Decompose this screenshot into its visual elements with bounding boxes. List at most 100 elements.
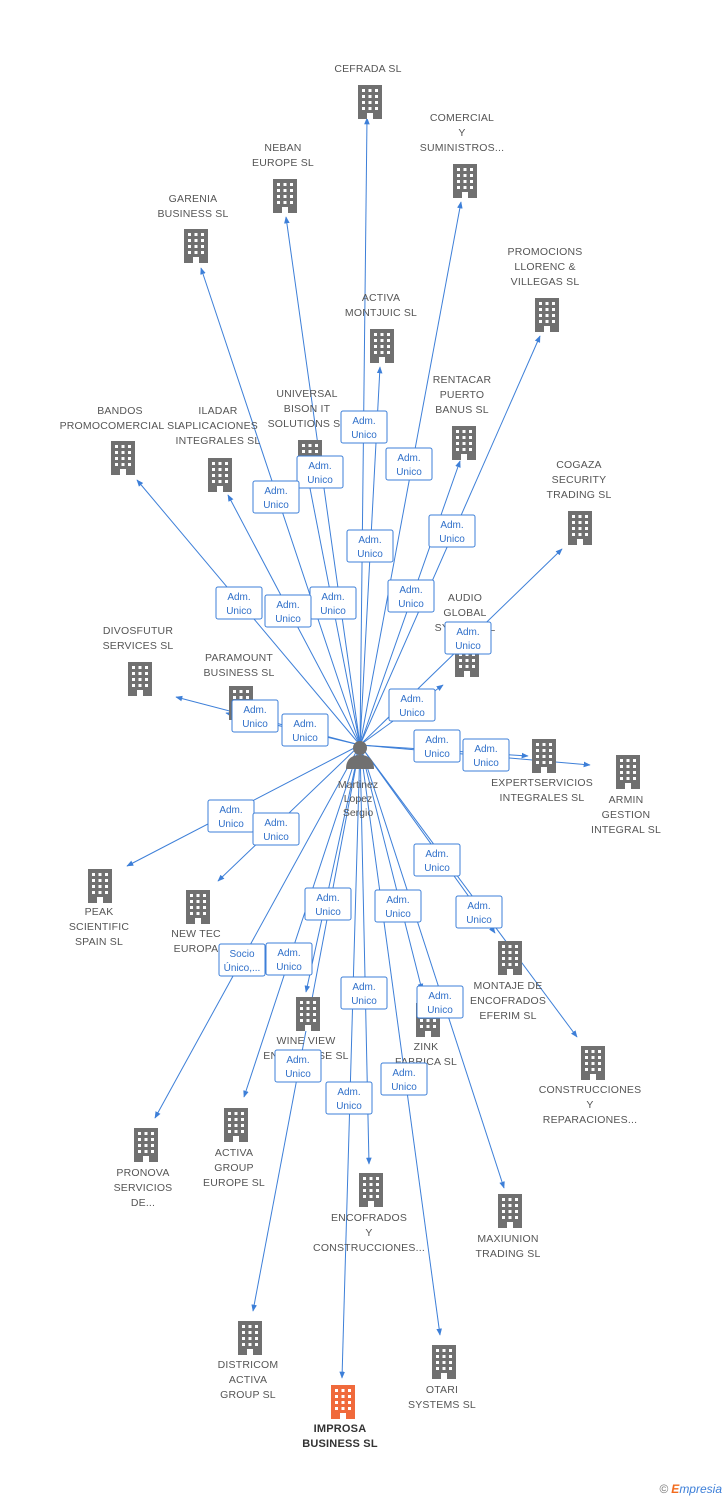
relation-label: Adm.Unico — [413, 843, 461, 877]
relation-label: Adm.Unico — [416, 985, 464, 1019]
relation-label-text: Unico — [398, 599, 424, 610]
relation-label: Adm.Unico — [455, 895, 503, 929]
relation-label-text: Adm. — [352, 982, 375, 993]
relation-label-text: Adm. — [474, 744, 497, 755]
building-icon — [498, 1194, 522, 1228]
company-node-pronova-servicios[interactable]: PRONOVASERVICIOSDE... — [114, 1128, 173, 1209]
building-icon — [532, 739, 556, 773]
company-node-maxiunion-trading[interactable]: MAXIUNION TRADING SL — [475, 1194, 540, 1260]
relation-label-text: Unico — [351, 430, 377, 441]
relation-label-text: Adm. — [337, 1087, 360, 1098]
company-name-line: REPARACIONES... — [543, 1114, 637, 1126]
relation-label-text: Unico — [385, 909, 411, 920]
company-name-line: CONSTRUCCIONES — [539, 1084, 642, 1096]
company-name-line: TRADING SL — [546, 489, 611, 501]
relation-label-text: Unico — [226, 606, 252, 617]
empresia-watermark: ©Empresia — [659, 1482, 722, 1496]
company-node-cefrada[interactable]: CEFRADA SL — [334, 63, 401, 119]
relation-label-text: Único,... — [224, 961, 261, 974]
relation-label: Adm.Unico — [374, 889, 422, 923]
company-name-line: PROMOCOMERCIAL SL — [60, 420, 181, 432]
relation-label-text: Unico — [357, 549, 383, 560]
company-node-construcciones-reparaciones[interactable]: CONSTRUCCIONESYREPARACIONES... — [539, 1046, 642, 1126]
building-icon — [452, 426, 476, 460]
building-icon — [128, 662, 152, 696]
building-icon — [208, 458, 232, 492]
company-name-line: BUSINESS SL — [203, 667, 274, 679]
relation-edge — [359, 744, 442, 1336]
company-node-comercial-y-suministros[interactable]: COMERCIALYSUMINISTROS... — [420, 112, 504, 198]
company-name-line: ZINK — [414, 1041, 439, 1053]
company-name-line: BANDOS — [97, 405, 143, 417]
building-icon — [331, 1385, 355, 1419]
relation-label-text: Adm. — [392, 1068, 415, 1079]
company-name-line: MAXIUNION — [477, 1233, 538, 1245]
building-icon — [184, 229, 208, 263]
company-name-line: UNIVERSAL — [276, 388, 337, 400]
company-name-line: DISTRICOM — [218, 1359, 279, 1371]
relation-label: Adm.Unico — [231, 699, 279, 733]
relation-edge — [339, 744, 361, 1379]
company-name-line: OTARI — [426, 1384, 458, 1396]
company-name-line: ENCOFRADOS — [331, 1212, 407, 1224]
relation-label-text: Unico — [292, 733, 318, 744]
company-name-line: GESTION — [602, 809, 651, 821]
company-node-bandos-promocomercial[interactable]: BANDOS PROMOCOMERCIAL SL — [60, 405, 181, 475]
relation-label-text: Adm. — [456, 627, 479, 638]
relation-label-text: Unico — [218, 819, 244, 830]
building-icon — [238, 1321, 262, 1355]
relation-label-text: Unico — [439, 534, 465, 545]
relation-label: Adm.Unico — [413, 729, 461, 763]
relation-label-text: Adm. — [293, 719, 316, 730]
company-name-line: SERVICES SL — [103, 640, 174, 652]
company-name-line: IMPROSA — [314, 1423, 367, 1435]
company-name-line: ARMIN — [609, 794, 644, 806]
relation-label-text: Adm. — [428, 991, 451, 1002]
relation-label-text: Adm. — [264, 486, 287, 497]
building-icon — [134, 1128, 158, 1162]
company-name-line: ACTIVA — [215, 1147, 253, 1159]
company-name-line: PEAK — [85, 906, 114, 918]
relation-label-text: Unico — [424, 863, 450, 874]
relation-edge — [359, 744, 505, 1189]
company-name-line: INTEGRAL SL — [591, 824, 661, 836]
company-name-line: EFERIM SL — [479, 1010, 536, 1022]
relation-label-text: Adm. — [358, 535, 381, 546]
relation-label-text: Adm. — [321, 592, 344, 603]
relation-label: Adm.Unico — [265, 942, 313, 976]
company-name-line: DE... — [131, 1197, 155, 1209]
company-name-line: INTEGRALES SL — [176, 435, 261, 447]
company-name-line: INTEGRALES SL — [500, 792, 585, 804]
relation-label: Adm.Unico — [296, 455, 344, 489]
company-node-armin-gestion[interactable]: ARMIN GESTION INTEGRAL SL — [591, 755, 661, 836]
company-name-line: TRADING SL — [475, 1248, 540, 1260]
company-name-line: ACTIVA — [229, 1374, 267, 1386]
relation-label-text: Adm. — [243, 705, 266, 716]
relation-label-text: Unico — [320, 606, 346, 617]
company-name-line: GLOBAL — [443, 607, 486, 619]
building-icon — [88, 869, 112, 903]
company-name-line: SERVICIOS — [114, 1182, 173, 1194]
building-icon — [359, 1173, 383, 1207]
company-node-encofrados-construcciones[interactable]: ENCOFRADOSYCONSTRUCCIONES... — [313, 1173, 425, 1254]
